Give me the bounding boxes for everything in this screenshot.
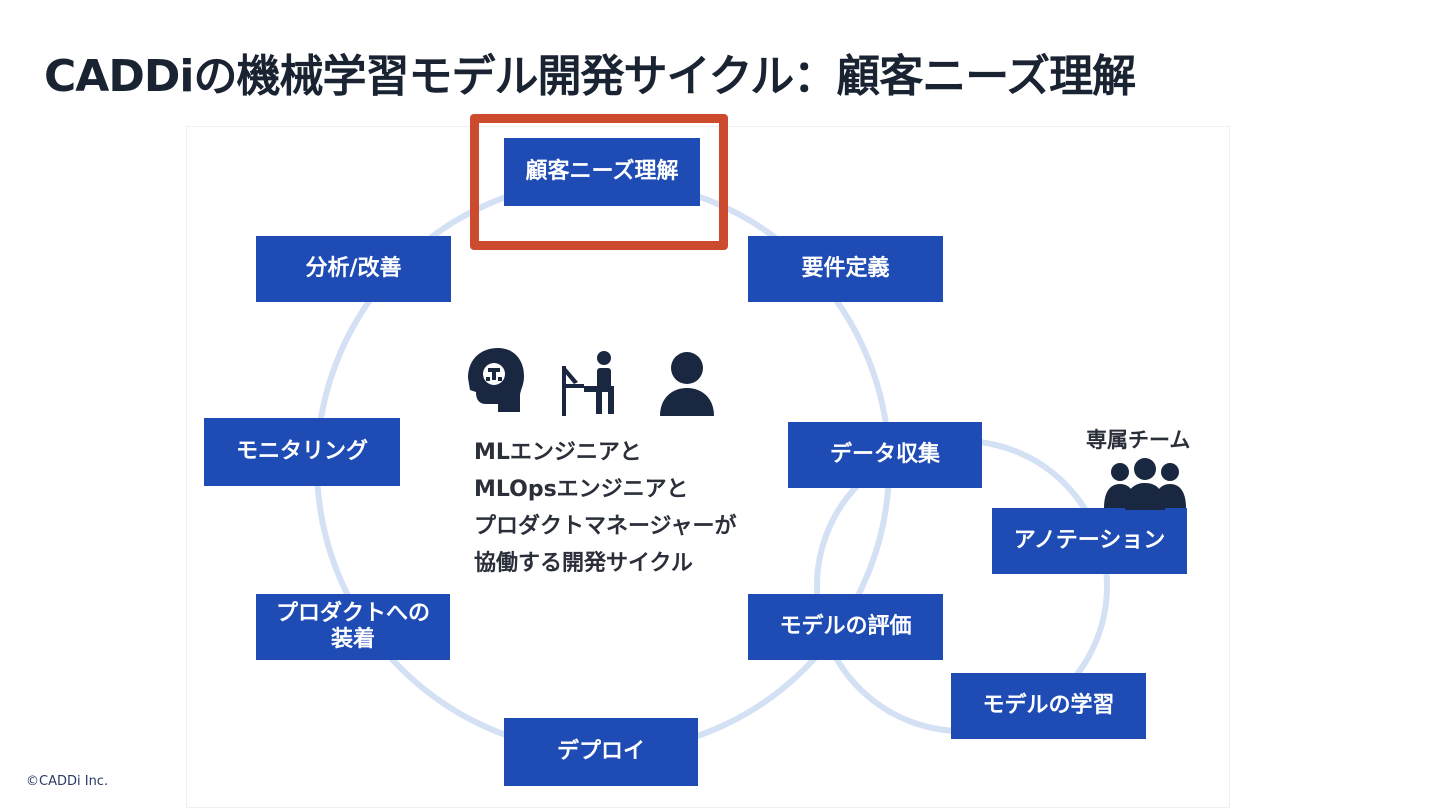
- stage-deploy[interactable]: デプロイ: [504, 718, 698, 786]
- center-caption-line: MLOpsエンジニアと: [474, 477, 689, 502]
- stage-model-training[interactable]: モデルの学習: [951, 673, 1146, 739]
- brain-head-icon: [468, 348, 524, 412]
- stage-customer-needs[interactable]: 顧客ニーズ理解: [504, 138, 700, 206]
- stage-data-collection[interactable]: データ収集: [788, 422, 982, 488]
- center-caption-line: 協働する開発サイクル: [474, 551, 693, 576]
- page-title: CADDiの機械学習モデル開発サイクル：顧客ニーズ理解: [44, 51, 1136, 102]
- stage-model-evaluation[interactable]: モデルの評価: [748, 594, 943, 660]
- center-icons: [468, 348, 714, 416]
- team-group-icon: [1104, 458, 1186, 510]
- stage-monitoring[interactable]: モニタリング: [204, 418, 400, 486]
- person-at-desk-icon: [562, 351, 614, 416]
- highlight-frame: [470, 114, 728, 250]
- stage-annotation[interactable]: アノテーション: [992, 508, 1187, 574]
- copyright-footer: ©CADDi Inc.: [26, 774, 109, 789]
- stage-product-integration[interactable]: プロダクトへの 装着: [256, 594, 450, 660]
- stage-analysis-improvement[interactable]: 分析/改善: [256, 236, 451, 302]
- center-caption-line: プロダクトマネージャーが: [474, 514, 737, 539]
- stage-requirements[interactable]: 要件定義: [748, 236, 943, 302]
- center-caption: MLエンジニアと MLOpsエンジニアと プロダクトマネージャーが 協働する開発…: [474, 434, 794, 582]
- team-label: 専属チーム: [1086, 428, 1191, 452]
- person-icon: [660, 352, 714, 416]
- center-caption-line: MLエンジニアと: [474, 440, 642, 465]
